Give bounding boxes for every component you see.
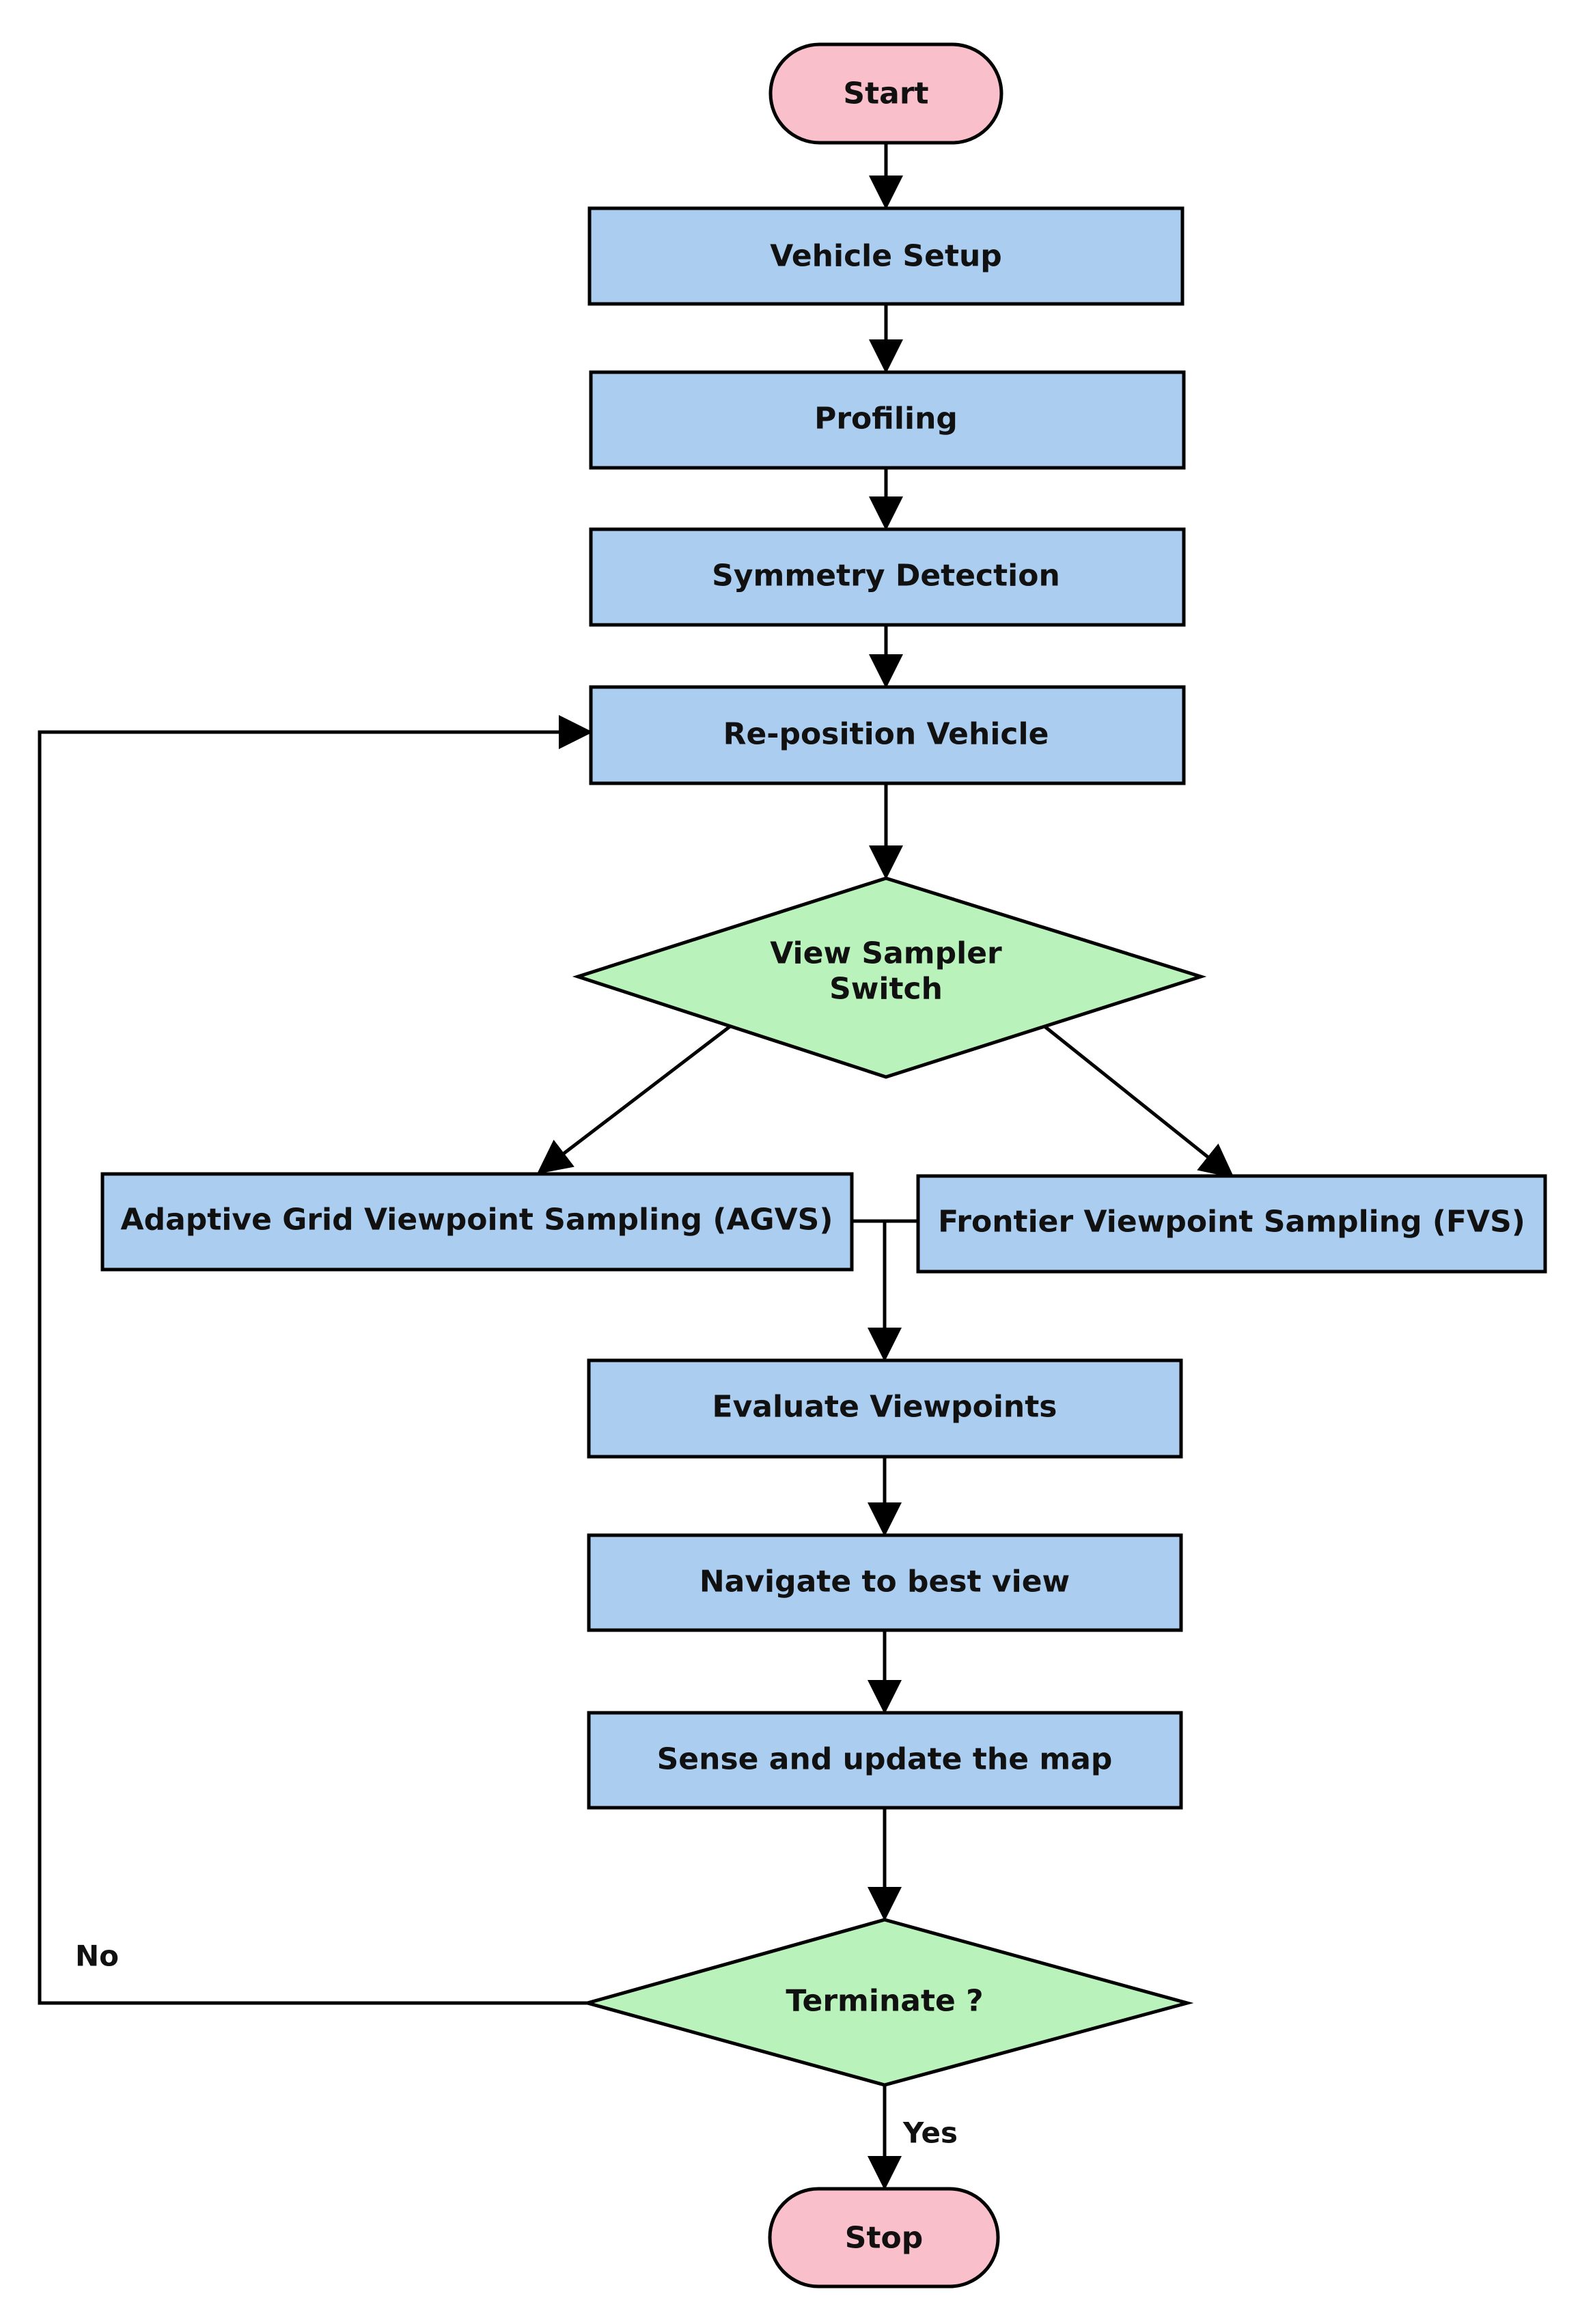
- start-terminal: [768, 42, 1003, 145]
- edge-terminate-no-loop: [38, 715, 593, 2005]
- reposition-vehicle-label: Re-position Vehicle: [723, 717, 1049, 752]
- evaluate-viewpoints-label: Evaluate Viewpoints: [712, 1390, 1057, 1425]
- view-sampler-switch-label-line2: Switch: [829, 972, 943, 1007]
- shapes: [100, 42, 1547, 2288]
- vehicle-setup-label: Vehicle Setup: [770, 239, 1002, 274]
- start-label: Start: [843, 76, 928, 111]
- navigate-best-view-label: Navigate to best view: [699, 1565, 1070, 1599]
- view-sampler-switch-diamond: [572, 876, 1207, 1079]
- terminate-label: Terminate ?: [786, 1984, 983, 2019]
- agvs-label: Adaptive Grid Viewpoint Sampling (AGVS): [121, 1203, 833, 1237]
- vehicle-setup-box: [587, 206, 1184, 306]
- yes-edge-label: Yes: [902, 2116, 958, 2150]
- fvs-label: Frontier Viewpoint Sampling (FVS): [938, 1205, 1525, 1240]
- symmetry-detection-label: Symmetry Detection: [712, 559, 1060, 593]
- profiling-box: [589, 370, 1186, 470]
- edge-switch-to-agvs: [537, 1024, 732, 1175]
- evaluate-viewpoints-box: [587, 1358, 1183, 1459]
- sense-update-map-box: [587, 1711, 1183, 1810]
- stop-terminal: [768, 2187, 1000, 2288]
- symmetry-detection-box: [589, 527, 1186, 627]
- profiling-label: Profiling: [814, 402, 958, 436]
- labels: Start Vehicle Setup Profiling Symmetry D…: [75, 76, 1525, 2256]
- edge-switch-to-fvs: [1042, 1024, 1234, 1179]
- no-edge-label: No: [75, 1940, 119, 1973]
- reposition-vehicle-box: [589, 685, 1186, 785]
- sense-update-map-label: Sense and update the map: [657, 1742, 1113, 1777]
- terminate-diamond: [581, 1918, 1194, 2087]
- connectors: [38, 143, 1234, 2190]
- view-sampler-switch-label-line1: View Sampler: [770, 936, 1002, 971]
- agvs-box: [100, 1172, 854, 1272]
- navigate-best-view-box: [587, 1533, 1183, 1632]
- stop-label: Stop: [845, 2221, 923, 2256]
- fvs-box: [916, 1174, 1547, 1274]
